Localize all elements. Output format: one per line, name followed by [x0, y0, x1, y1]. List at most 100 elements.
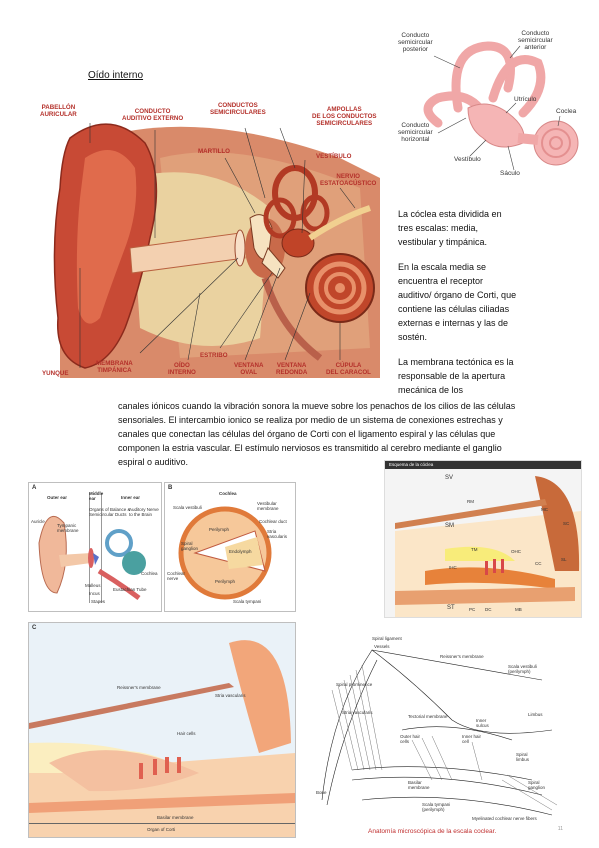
corti-label-sc: SC: [563, 521, 570, 526]
corti-label-mc: MC: [541, 507, 548, 512]
panel-a-label-incus: Incus: [89, 591, 100, 596]
paragraph-tectorial-start: La membrana tectónica es la responsable …: [398, 357, 514, 395]
corti-label-sm: SM: [445, 523, 454, 529]
corti-label-dc: DC: [485, 607, 492, 612]
corti-schematic-illustration: [385, 461, 581, 617]
panel-c-letter: C: [32, 625, 37, 631]
micro-label-tectorial: Tectorial membrane: [408, 714, 448, 719]
label-martillo: MARTILLO: [198, 148, 230, 155]
panel-c-label-reissner: Reissner's membrane: [117, 685, 161, 690]
panel-c-illustration: [29, 623, 295, 837]
micro-label-reissner: Reissner's membrane: [440, 654, 484, 659]
micro-label-spiral-prominence: Spiral prominence: [336, 682, 373, 687]
panel-c-organ-of-corti: C Reissner's membrane Stria vascularis H…: [28, 622, 296, 838]
corti-label-pc: PC: [469, 607, 476, 612]
panel-a-label-stapes: Stapes: [91, 599, 106, 604]
micro-caption: Anatomía microscópica de la escala cocle…: [368, 828, 497, 835]
label-yunque: YUNQUE: [42, 370, 69, 377]
micro-label-limbus: Limbus: [528, 712, 543, 717]
micro-label-spiral-ligament: Spiral ligament: [372, 636, 402, 641]
paragraph-corti: En la escala media se encuentra el recep…: [398, 262, 517, 342]
panel-a-outer: Outer ear: [47, 495, 68, 500]
micro-label-bone: Bone: [316, 790, 327, 795]
micro-label-myelinated: Myelinated cochlear nerve fibers: [472, 816, 537, 821]
paragraph-tectorial-rest: canales iónicos cuando la vibración sono…: [118, 401, 516, 467]
corti-label-cc: CC: [535, 561, 542, 566]
panel-a-illustration: [29, 483, 161, 611]
panel-b-illustration: [165, 483, 295, 611]
corti-label-ohc: OHC: [511, 549, 521, 554]
corti-label-sl: SL: [561, 557, 567, 562]
panel-c-label-organ-corti: Organ of Corti: [147, 827, 176, 832]
panel-b-label-perilymph-top: Perilymph: [209, 527, 230, 532]
corti-label-sv: SV: [445, 475, 454, 481]
corti-schematic-figure: Esquema de la cóclea SV RM MC SM SC TM O…: [384, 460, 582, 618]
panel-b-label-cochlear-duct: Cochlear duct: [259, 519, 287, 524]
label-saculo: Sáculo: [500, 170, 520, 177]
panel-b-title: Cochlea: [219, 491, 237, 496]
panel-a-label-auricle: Auricle: [31, 519, 45, 524]
panel-a-label-cochlea: Cochlea: [141, 571, 158, 576]
micro-label-scala-vestibuli: Scala vestibuli(perilymph): [508, 664, 537, 674]
label-utriculo: Utrículo: [514, 96, 537, 103]
panel-b-label-endolymph: Endolymph: [229, 549, 252, 554]
panel-c-label-basilar: Basilar membrane: [157, 815, 194, 820]
panel-c-label-stria: Stria vascularis: [215, 693, 246, 698]
corti-label-tm: TM: [471, 547, 478, 552]
page-number: 11: [557, 826, 563, 832]
micro-label-scala-tympani: Scala tympani(perilymph): [422, 802, 451, 812]
microscopic-illustration: [312, 630, 568, 830]
panel-a-letter: A: [32, 485, 37, 491]
panel-a-label-organs: Organs of Balance &Semicircular Ducts: [89, 507, 131, 517]
paragraph-cochlea-scales: La cóclea esta dividida en tres escalas:…: [398, 209, 502, 247]
panel-a-inner: Inner ear: [121, 495, 141, 500]
corti-label-st: ST: [447, 605, 455, 611]
panel-b-label-scala-tympani: Scala tympani: [233, 599, 262, 604]
panel-b-label-perilymph-bottom: Perilymph: [215, 579, 236, 584]
corti-label-rm: RM: [467, 499, 474, 504]
micro-label-vessels: Vessels: [374, 644, 390, 649]
panel-a-label-malleus: Malleus: [85, 583, 101, 588]
section-title: Oído interno: [88, 70, 144, 81]
micro-label-stria: Stria vascularis: [342, 710, 373, 715]
label-vestibulo-small: Vestíbulo: [454, 156, 481, 163]
corti-header: Esquema de la cóclea: [389, 462, 434, 467]
panel-c-label-hair-cells: Hair cells: [177, 731, 196, 736]
ear-anatomy-illustration: [40, 98, 388, 388]
label-coclea: Coclea: [556, 108, 577, 115]
label-estribo: ESTRIBO: [200, 352, 228, 359]
microscopic-cochlea-figure: Spiral ligament Vessels Reissner's membr…: [312, 630, 568, 830]
panel-b-letter: B: [168, 485, 173, 491]
corti-label-mb: MB: [515, 607, 522, 612]
panel-b-label-scala-vestibuli: Scala vestibuli: [173, 505, 202, 510]
